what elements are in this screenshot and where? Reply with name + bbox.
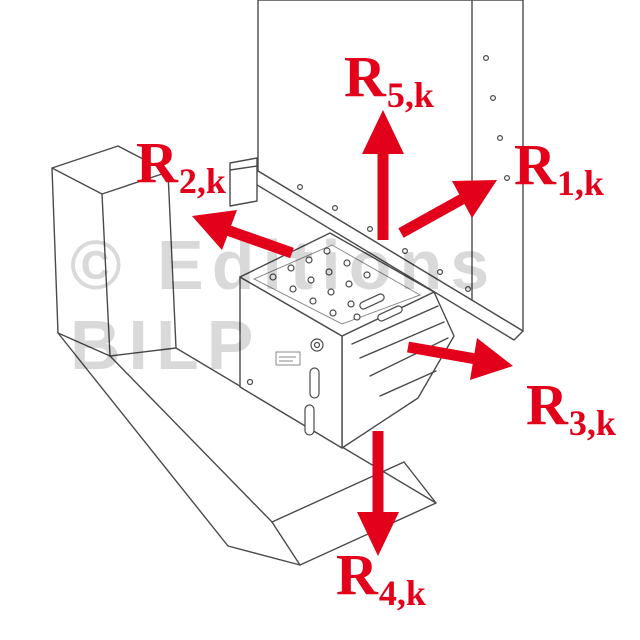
label-r3k: R3,k [526,376,616,442]
label-r4k-symbol: R [336,542,378,607]
label-r4k: R4,k [336,546,426,612]
beam [51,145,437,566]
watermark-line-1: © Editions [70,226,498,304]
force-arrow-r3k [407,338,513,380]
force-arrow-r5k [362,110,404,240]
force-arrow-r4k [357,431,399,556]
label-r5k-symbol: R [344,44,386,109]
label-r3k-symbol: R [526,372,568,437]
wall-panel [248,0,524,341]
watermark-line-2: BILP [70,306,262,384]
force-arrow-r1k [398,180,497,238]
label-r4k-subscript: 4,k [378,573,426,613]
label-r2k: R2,k [136,134,226,200]
bolt-knob [310,338,324,352]
label-r5k-subscript: 5,k [386,75,434,115]
label-r2k-symbol: R [136,130,178,195]
brand-label [275,351,301,366]
spacer-block [229,157,258,207]
force-arrow-r2k [192,210,294,259]
label-r1k: R1,k [514,136,604,202]
label-r1k-subscript: 1,k [556,163,604,203]
connector-bracket [239,232,455,449]
label-r5k: R5,k [344,48,434,114]
label-r1k-symbol: R [514,132,556,197]
label-r3k-subscript: 3,k [568,403,616,443]
label-r2k-subscript: 2,k [178,161,226,201]
